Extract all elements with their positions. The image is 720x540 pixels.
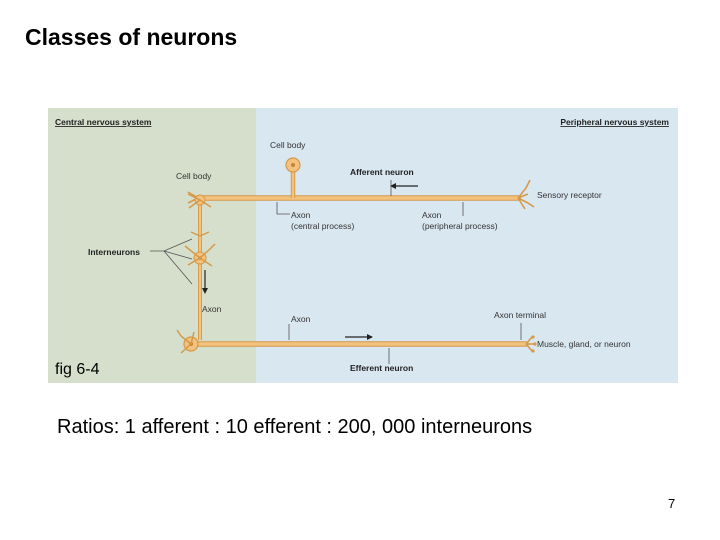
interneurons bbox=[184, 193, 216, 340]
central-process-label: (central process) bbox=[291, 221, 354, 231]
neuron-classes-figure: Central nervous system Peripheral nervou… bbox=[48, 108, 678, 383]
peripheral-process-label: (peripheral process) bbox=[422, 221, 498, 231]
afferent-direction-arrow bbox=[390, 183, 418, 189]
page-number: 7 bbox=[668, 496, 676, 511]
interneurons-label: Interneurons bbox=[88, 247, 140, 257]
figure-caption: fig 6-4 bbox=[55, 361, 100, 378]
efferent-direction-arrow bbox=[345, 334, 373, 340]
cell-body-left-label: Cell body bbox=[176, 171, 212, 181]
axon-efferent-label: Axon bbox=[291, 314, 311, 324]
leader-lines bbox=[150, 180, 522, 364]
slide-title: Classes of neurons bbox=[25, 24, 238, 50]
cns-region bbox=[48, 108, 256, 383]
afferent-neuron-label: Afferent neuron bbox=[350, 167, 414, 177]
pns-label: Peripheral nervous system bbox=[560, 117, 669, 127]
efferent-neuron bbox=[176, 329, 537, 354]
ratios-text: Ratios: 1 afferent : 10 efferent : 200, … bbox=[57, 416, 533, 438]
cns-label: Central nervous system bbox=[55, 117, 152, 127]
cell-body-top-label: Cell body bbox=[270, 140, 306, 150]
axon-peripheral-label: Axon bbox=[422, 210, 442, 220]
axon-inter-label: Axon bbox=[202, 304, 222, 314]
afferent-neuron bbox=[187, 157, 535, 210]
efferent-neuron-label: Efferent neuron bbox=[350, 363, 413, 373]
muscle-gland-neuron-label: Muscle, gland, or neuron bbox=[537, 339, 631, 349]
axon-central-label: Axon bbox=[291, 210, 311, 220]
sensory-receptor-label: Sensory receptor bbox=[537, 190, 602, 200]
pns-region bbox=[256, 108, 678, 383]
axon-terminal-label: Axon terminal bbox=[494, 310, 546, 320]
